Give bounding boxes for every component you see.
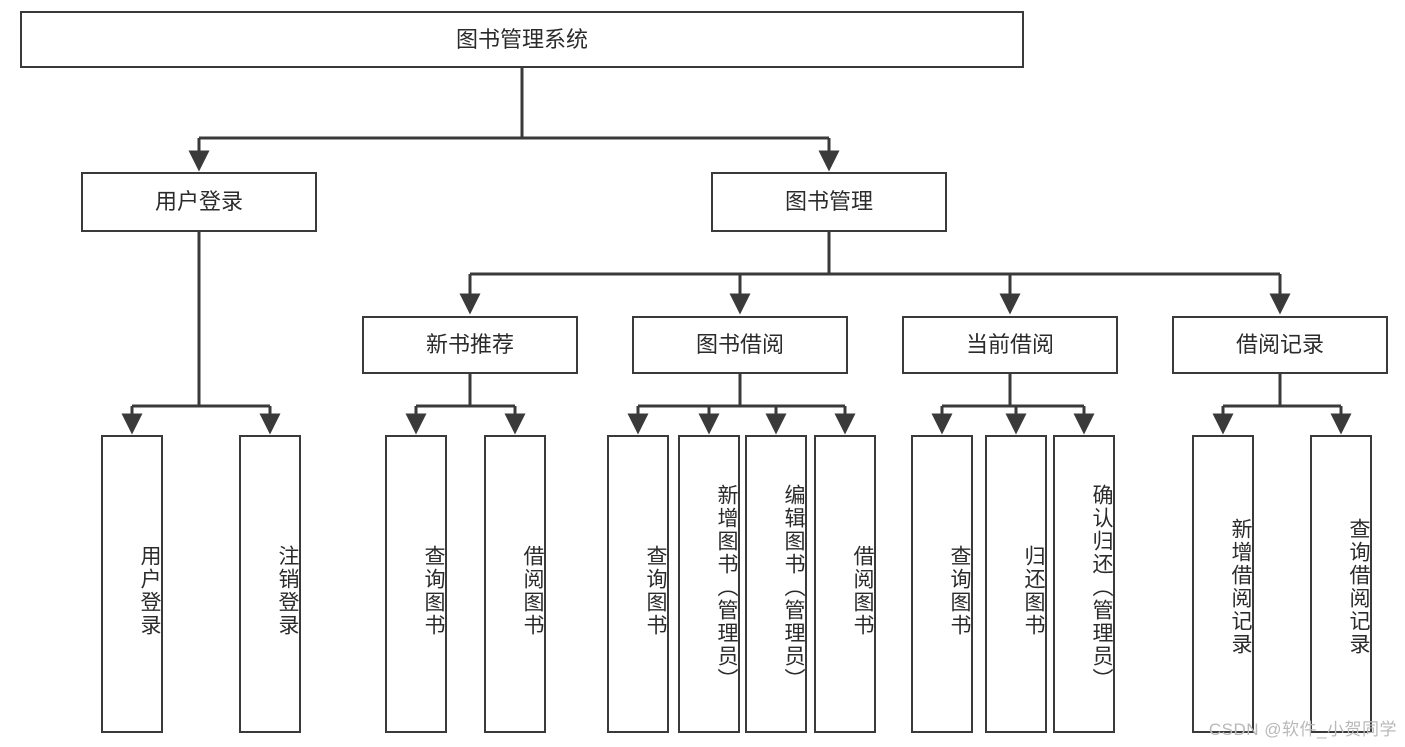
node-root[interactable]: 图书管理系统: [20, 11, 1024, 68]
leaf-record-query-label: 查询借阅记录: [1347, 518, 1370, 656]
leaf-record-add[interactable]: 新增借阅记录: [1192, 435, 1254, 733]
leaf-current-return-book-label: 归还图书: [1022, 545, 1045, 637]
leaf-current-query-book-label: 查询图书: [948, 545, 971, 637]
node-user-login[interactable]: 用户登录: [81, 172, 317, 232]
node-book-borrow-label: 图书借阅: [695, 332, 784, 358]
leaf-newbook-query-book-label: 查询图书: [422, 545, 445, 637]
node-new-book-recommend-label: 新书推荐: [425, 332, 514, 358]
leaf-borrow-borrow-book[interactable]: 借阅图书: [814, 435, 876, 733]
leaf-user-login-label: 用户登录: [138, 545, 161, 637]
leaf-borrow-query-book[interactable]: 查询图书: [607, 435, 669, 733]
node-current-borrow[interactable]: 当前借阅: [902, 316, 1118, 374]
leaf-current-return-book[interactable]: 归还图书: [985, 435, 1047, 733]
leaf-current-confirm-return-label: 确认归还（管理员）: [1090, 483, 1113, 691]
leaf-borrow-add-book[interactable]: 新增图书（管理员）: [678, 435, 740, 733]
leaf-borrow-edit-book-label: 编辑图书（管理员）: [782, 483, 805, 691]
leaf-current-query-book[interactable]: 查询图书: [911, 435, 973, 733]
watermark: CSDN @软件_小贺同学: [1208, 720, 1397, 739]
node-book-manage[interactable]: 图书管理: [711, 172, 947, 232]
leaf-newbook-borrow-book[interactable]: 借阅图书: [484, 435, 546, 733]
leaf-borrow-borrow-book-label: 借阅图书: [851, 545, 874, 637]
node-current-borrow-label: 当前借阅: [965, 332, 1054, 358]
leaf-borrow-add-book-label: 新增图书（管理员）: [715, 483, 738, 691]
leaf-user-logout-label: 注销登录: [276, 545, 299, 637]
leaf-record-query[interactable]: 查询借阅记录: [1310, 435, 1372, 733]
node-new-book-recommend[interactable]: 新书推荐: [362, 316, 578, 374]
node-borrow-record-label: 借阅记录: [1235, 332, 1324, 358]
leaf-record-add-label: 新增借阅记录: [1229, 518, 1252, 656]
leaf-current-confirm-return[interactable]: 确认归还（管理员）: [1053, 435, 1115, 733]
node-book-borrow[interactable]: 图书借阅: [632, 316, 848, 374]
node-book-manage-label: 图书管理: [784, 189, 873, 215]
leaf-user-logout[interactable]: 注销登录: [239, 435, 301, 733]
node-borrow-record[interactable]: 借阅记录: [1172, 316, 1388, 374]
leaf-newbook-query-book[interactable]: 查询图书: [385, 435, 447, 733]
leaf-borrow-edit-book[interactable]: 编辑图书（管理员）: [745, 435, 807, 733]
node-root-label: 图书管理系统: [455, 26, 588, 52]
leaf-newbook-borrow-book-label: 借阅图书: [521, 545, 544, 637]
node-user-login-label: 用户登录: [154, 189, 243, 215]
leaf-borrow-query-book-label: 查询图书: [644, 545, 667, 637]
leaf-user-login[interactable]: 用户登录: [101, 435, 163, 733]
